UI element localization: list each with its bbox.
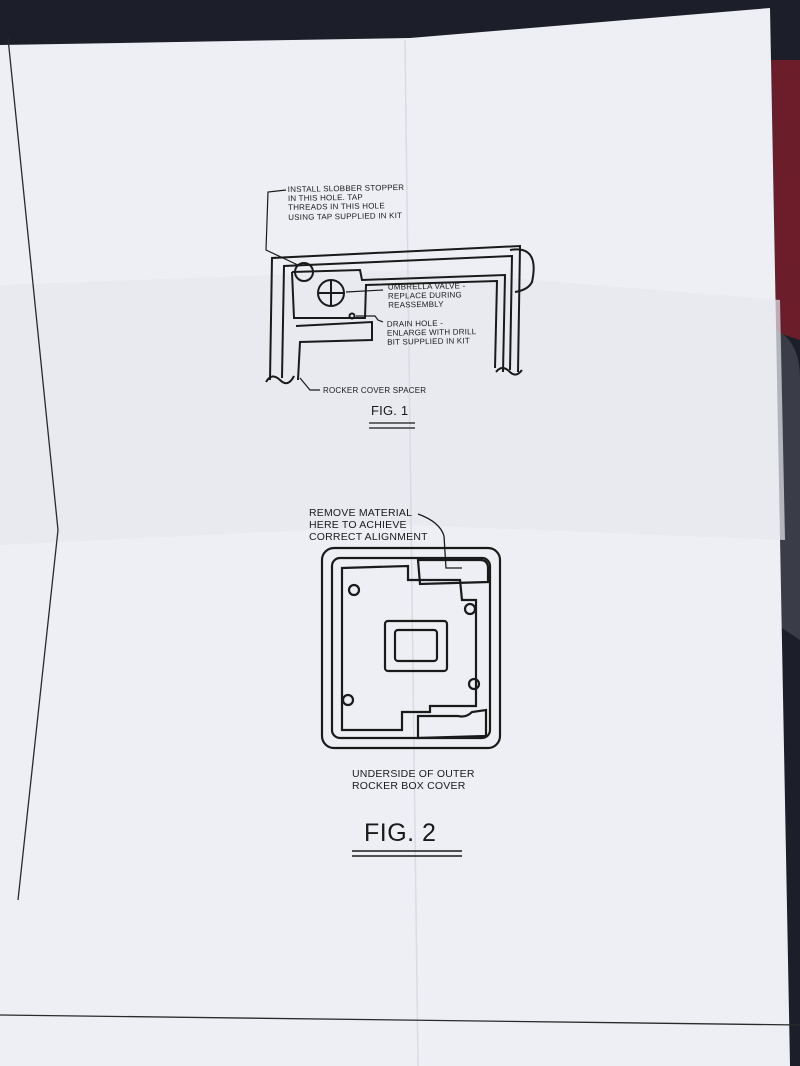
underside-cover-note: UNDERSIDE OF OUTER ROCKER BOX COVER — [352, 768, 475, 793]
drain-hole-note: DRAIN HOLE - ENLARGE WITH DRILL BIT SUPP… — [386, 318, 477, 348]
umbrella-valve-note: UMBRELLA VALVE - REPLACE DURING REASSEMB… — [387, 281, 466, 311]
fig1-drawing — [265, 244, 535, 385]
fig1-leaders — [265, 189, 384, 391]
fig2-caption-underline — [352, 850, 462, 857]
fig2-drawing — [320, 546, 502, 750]
fig1-caption: FIG. 1 — [371, 403, 409, 418]
fig2-leader — [417, 513, 462, 569]
fig2-caption: FIG. 2 — [364, 819, 437, 847]
paper-sheet — [0, 8, 790, 1066]
slobber-stopper-note: INSTALL SLOBBER STOPPER IN THIS HOLE. TA… — [287, 182, 405, 222]
paper-fold-shade — [0, 270, 785, 545]
fig1-caption-underline — [369, 422, 415, 429]
paper-left-rule — [7, 37, 59, 901]
paper-vertical-fold — [404, 39, 419, 1066]
rocker-cover-spacer-note: ROCKER COVER SPACER — [323, 386, 427, 395]
paper-bottom-rule — [0, 1014, 800, 1026]
remove-material-note: REMOVE MATERIAL HERE TO ACHIEVE CORRECT … — [309, 507, 428, 544]
